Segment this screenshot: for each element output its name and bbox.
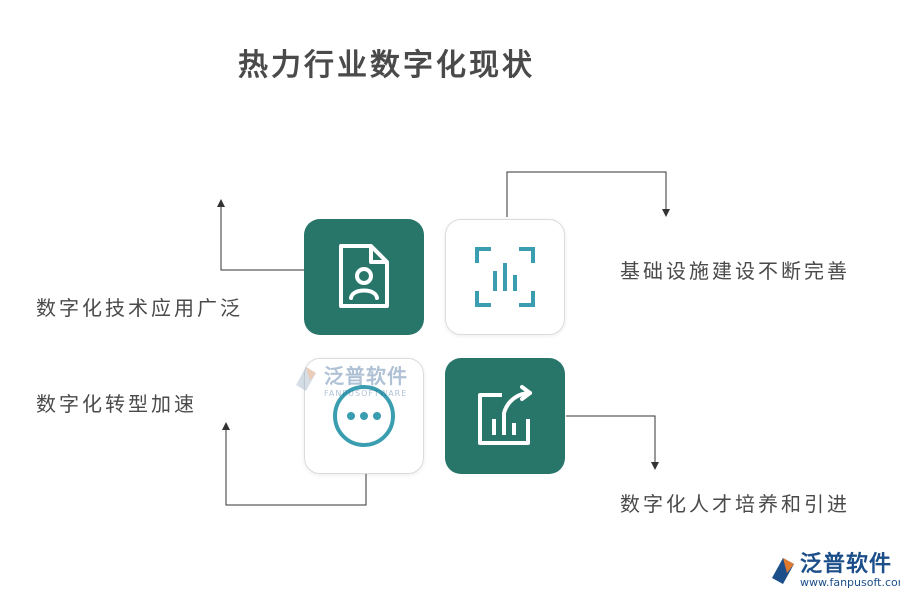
watermark-name: 泛普软件: [324, 364, 408, 388]
connector-line-1: [217, 199, 305, 271]
tile-transformation: [304, 358, 424, 474]
chart-growth-icon: [478, 385, 532, 445]
label-infrastructure: 基础设施建设不断完善: [620, 259, 850, 283]
label-transformation: 数字化转型加速: [36, 392, 197, 416]
tile-infrastructure: [445, 219, 565, 335]
brand-url: www.fanpusoft.com: [800, 576, 900, 589]
tile-tech-application: [304, 219, 424, 335]
brand-mark-icon: [772, 558, 794, 584]
watermark: 泛普软件 FANPUSOFTWARE: [292, 360, 408, 398]
connector-line-2: [506, 171, 670, 217]
page-title: 热力行业数字化现状: [238, 48, 535, 83]
bar-chart-frame-icon: [475, 247, 535, 307]
label-tech-application: 数字化技术应用广泛: [36, 296, 243, 320]
connector-line-4: [566, 415, 659, 470]
watermark-sub: FANPUSOFTWARE: [324, 389, 408, 398]
brand-logo: 泛普软件 www.fanpusoft.com: [770, 553, 900, 589]
connector-line-3: [222, 422, 367, 506]
document-user-icon: [339, 244, 389, 308]
tile-talent: [445, 358, 565, 474]
label-talent: 数字化人才培养和引进: [620, 492, 850, 516]
more-dots-icon: [333, 385, 395, 447]
brand-name: 泛普软件: [800, 552, 893, 577]
brand-logo-icon: [296, 367, 316, 391]
